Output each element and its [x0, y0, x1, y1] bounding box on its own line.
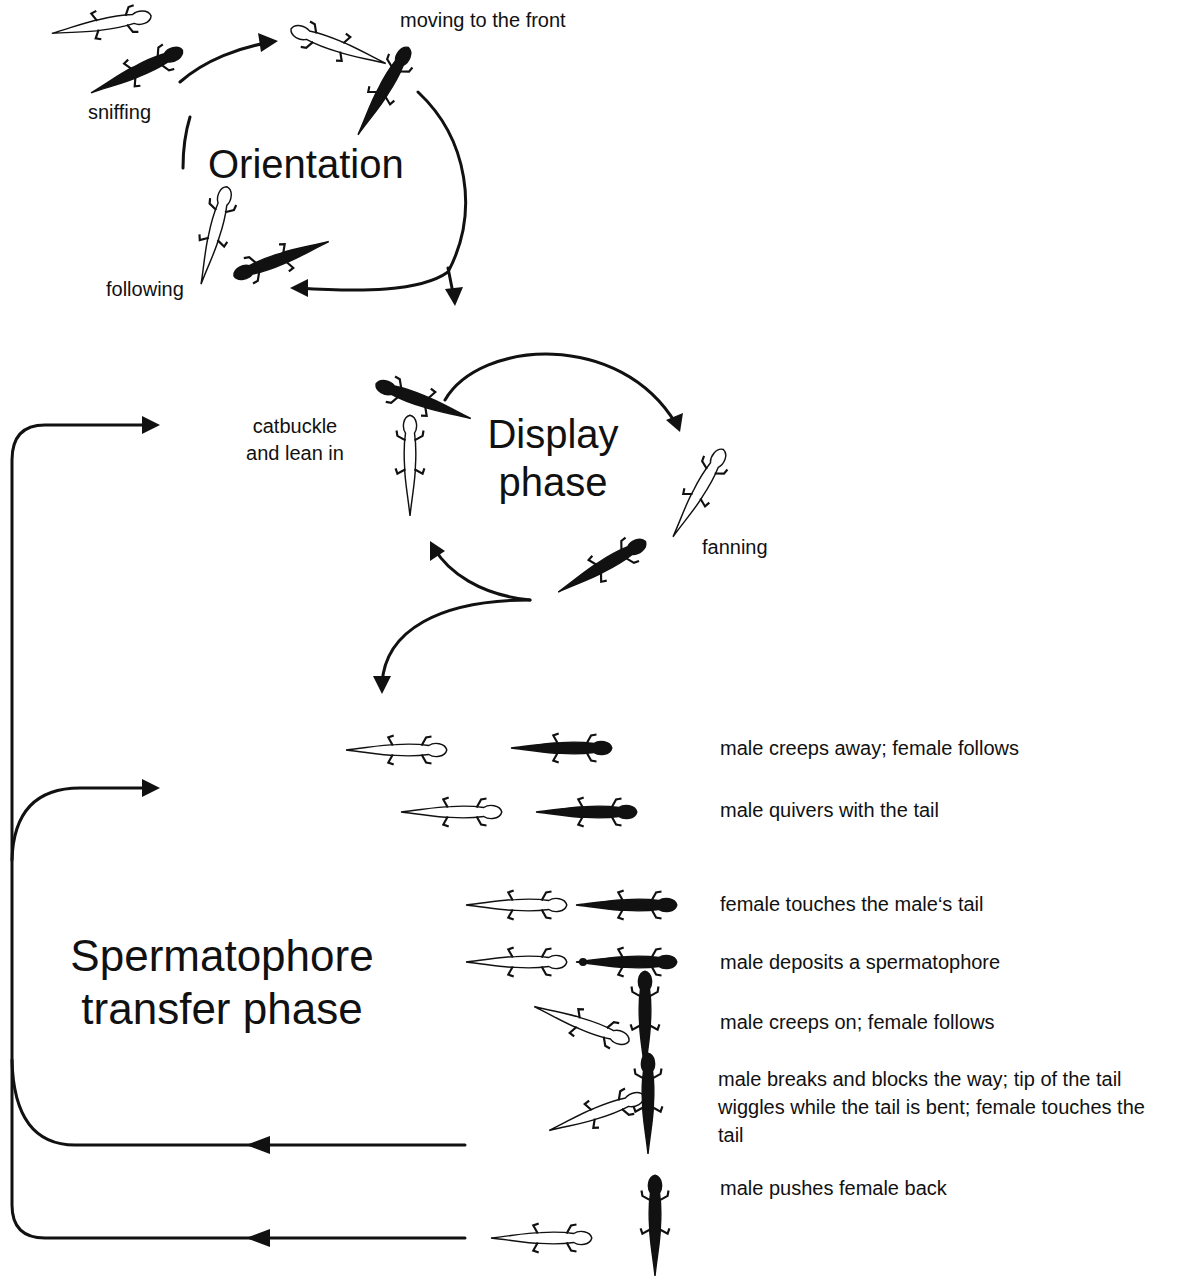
behavior-label: male quivers with the tail	[720, 798, 939, 823]
behavior-label: male creeps away; female follows	[720, 736, 1019, 761]
behavior-label: male deposits a spermatophore	[720, 950, 1000, 975]
behavior-label: male pushes female back	[720, 1176, 947, 1201]
behavior-label: female touches the male‘s tail	[720, 892, 983, 917]
phase-title: Display phase	[468, 410, 638, 506]
behavior-label: catbuckle and lean in	[235, 413, 355, 467]
behavior-label: sniffing	[88, 100, 151, 125]
behavior-label: fanning	[702, 535, 768, 560]
phase-title: Spermatophore transfer phase	[32, 930, 412, 1036]
phase-title: Orientation	[208, 140, 404, 188]
behavior-label: moving to the front	[400, 8, 566, 33]
behavior-label: following	[106, 277, 184, 302]
behavior-label: male breaks and blocks the way; tip of t…	[718, 1065, 1173, 1149]
behavior-label: male creeps on; female follows	[720, 1010, 995, 1035]
